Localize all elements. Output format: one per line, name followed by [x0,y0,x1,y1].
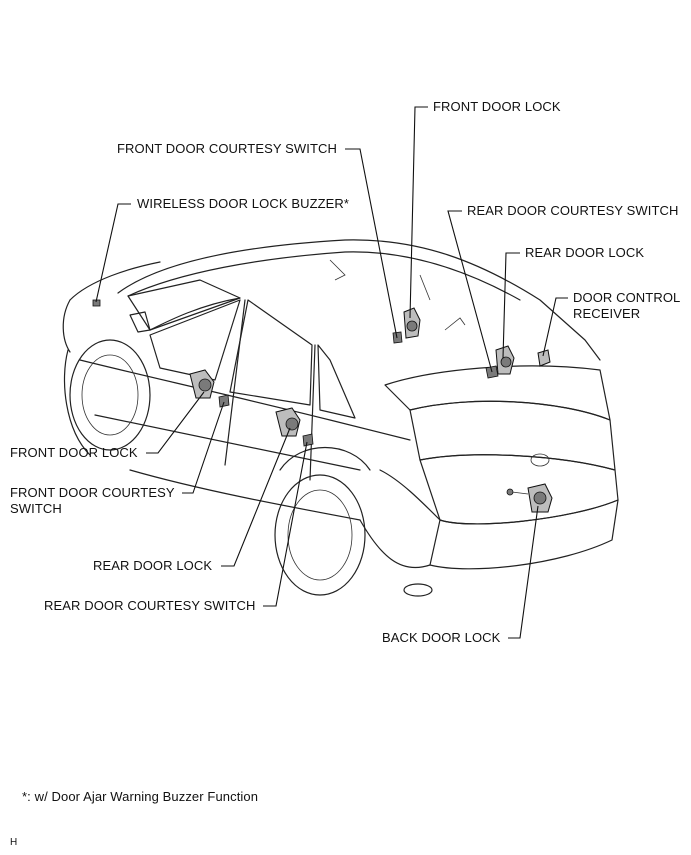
footnote: *: w/ Door Ajar Warning Buzzer Function [22,789,259,804]
rear-door-lock-part-upper [495,345,515,375]
label-door-control-receiver-line1: DOOR CONTROL [573,290,681,305]
front-door-courtesy-switch-part-upper [392,331,403,344]
label-front-door-courtesy-switch-top: FRONT DOOR COURTESY SWITCH [117,141,338,156]
back-door-lock-part [506,483,553,513]
label-rear-door-lock-left: REAR DOOR LOCK [93,558,213,573]
front-door-lock-part-upper [403,307,421,339]
label-front-door-courtesy-switch-left-line1: FRONT DOOR COURTESY [10,485,175,500]
label-back-door-lock: BACK DOOR LOCK [382,630,501,645]
leader-lines [95,106,568,639]
rear-door-lock-part-side [275,407,301,437]
front-door-lock-part-side [189,369,215,399]
rear-door-courtesy-switch-part-side [302,433,314,447]
label-front-door-courtesy-switch-left-line2: SWITCH [10,501,62,516]
figure-code: H [10,837,18,848]
label-front-door-lock-left: FRONT DOOR LOCK [10,445,138,460]
label-wireless-door-lock-buzzer: WIRELESS DOOR LOCK BUZZER* [137,196,350,211]
label-rear-door-courtesy-switch-left: REAR DOOR COURTESY SWITCH [44,598,256,613]
front-door-courtesy-switch-part-side [218,394,230,408]
label-rear-door-lock-top: REAR DOOR LOCK [525,245,645,260]
label-rear-door-courtesy-switch-top: REAR DOOR COURTESY SWITCH [467,203,679,218]
label-door-control-receiver-line2: RECEIVER [573,306,641,321]
car-body [62,239,619,597]
parts [92,299,553,513]
label-front-door-lock-top: FRONT DOOR LOCK [433,99,561,114]
